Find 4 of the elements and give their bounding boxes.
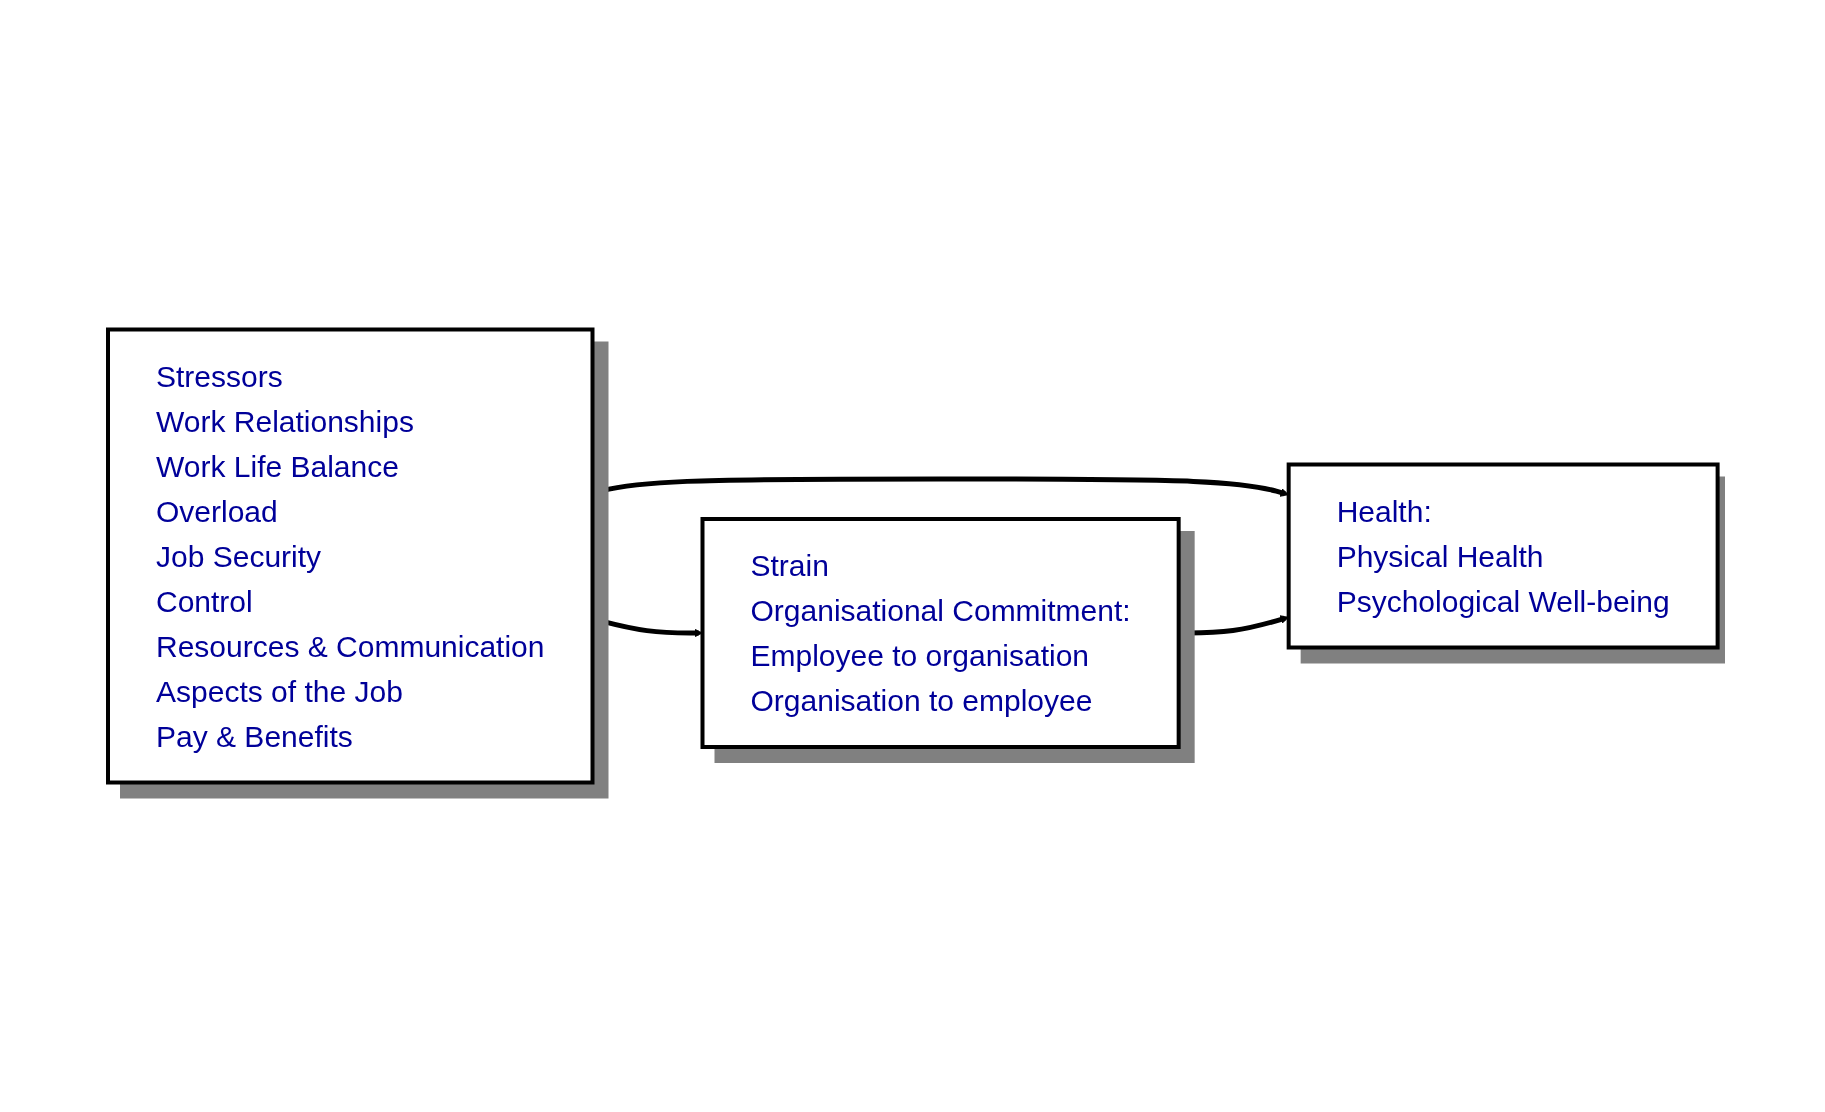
node-box: Health: Physical Health Psychological Well-being [1286, 462, 1720, 650]
node-box: Stressors Work Relationships Work Life Balance Overload Job Security Control Resources & Communication Aspects of the Job Pay & Benefits [105, 327, 595, 785]
arrow [1178, 615, 1289, 636]
node-box: Strain Organisational Commitment: Employee to organisation Organisation to employee [700, 517, 1181, 749]
